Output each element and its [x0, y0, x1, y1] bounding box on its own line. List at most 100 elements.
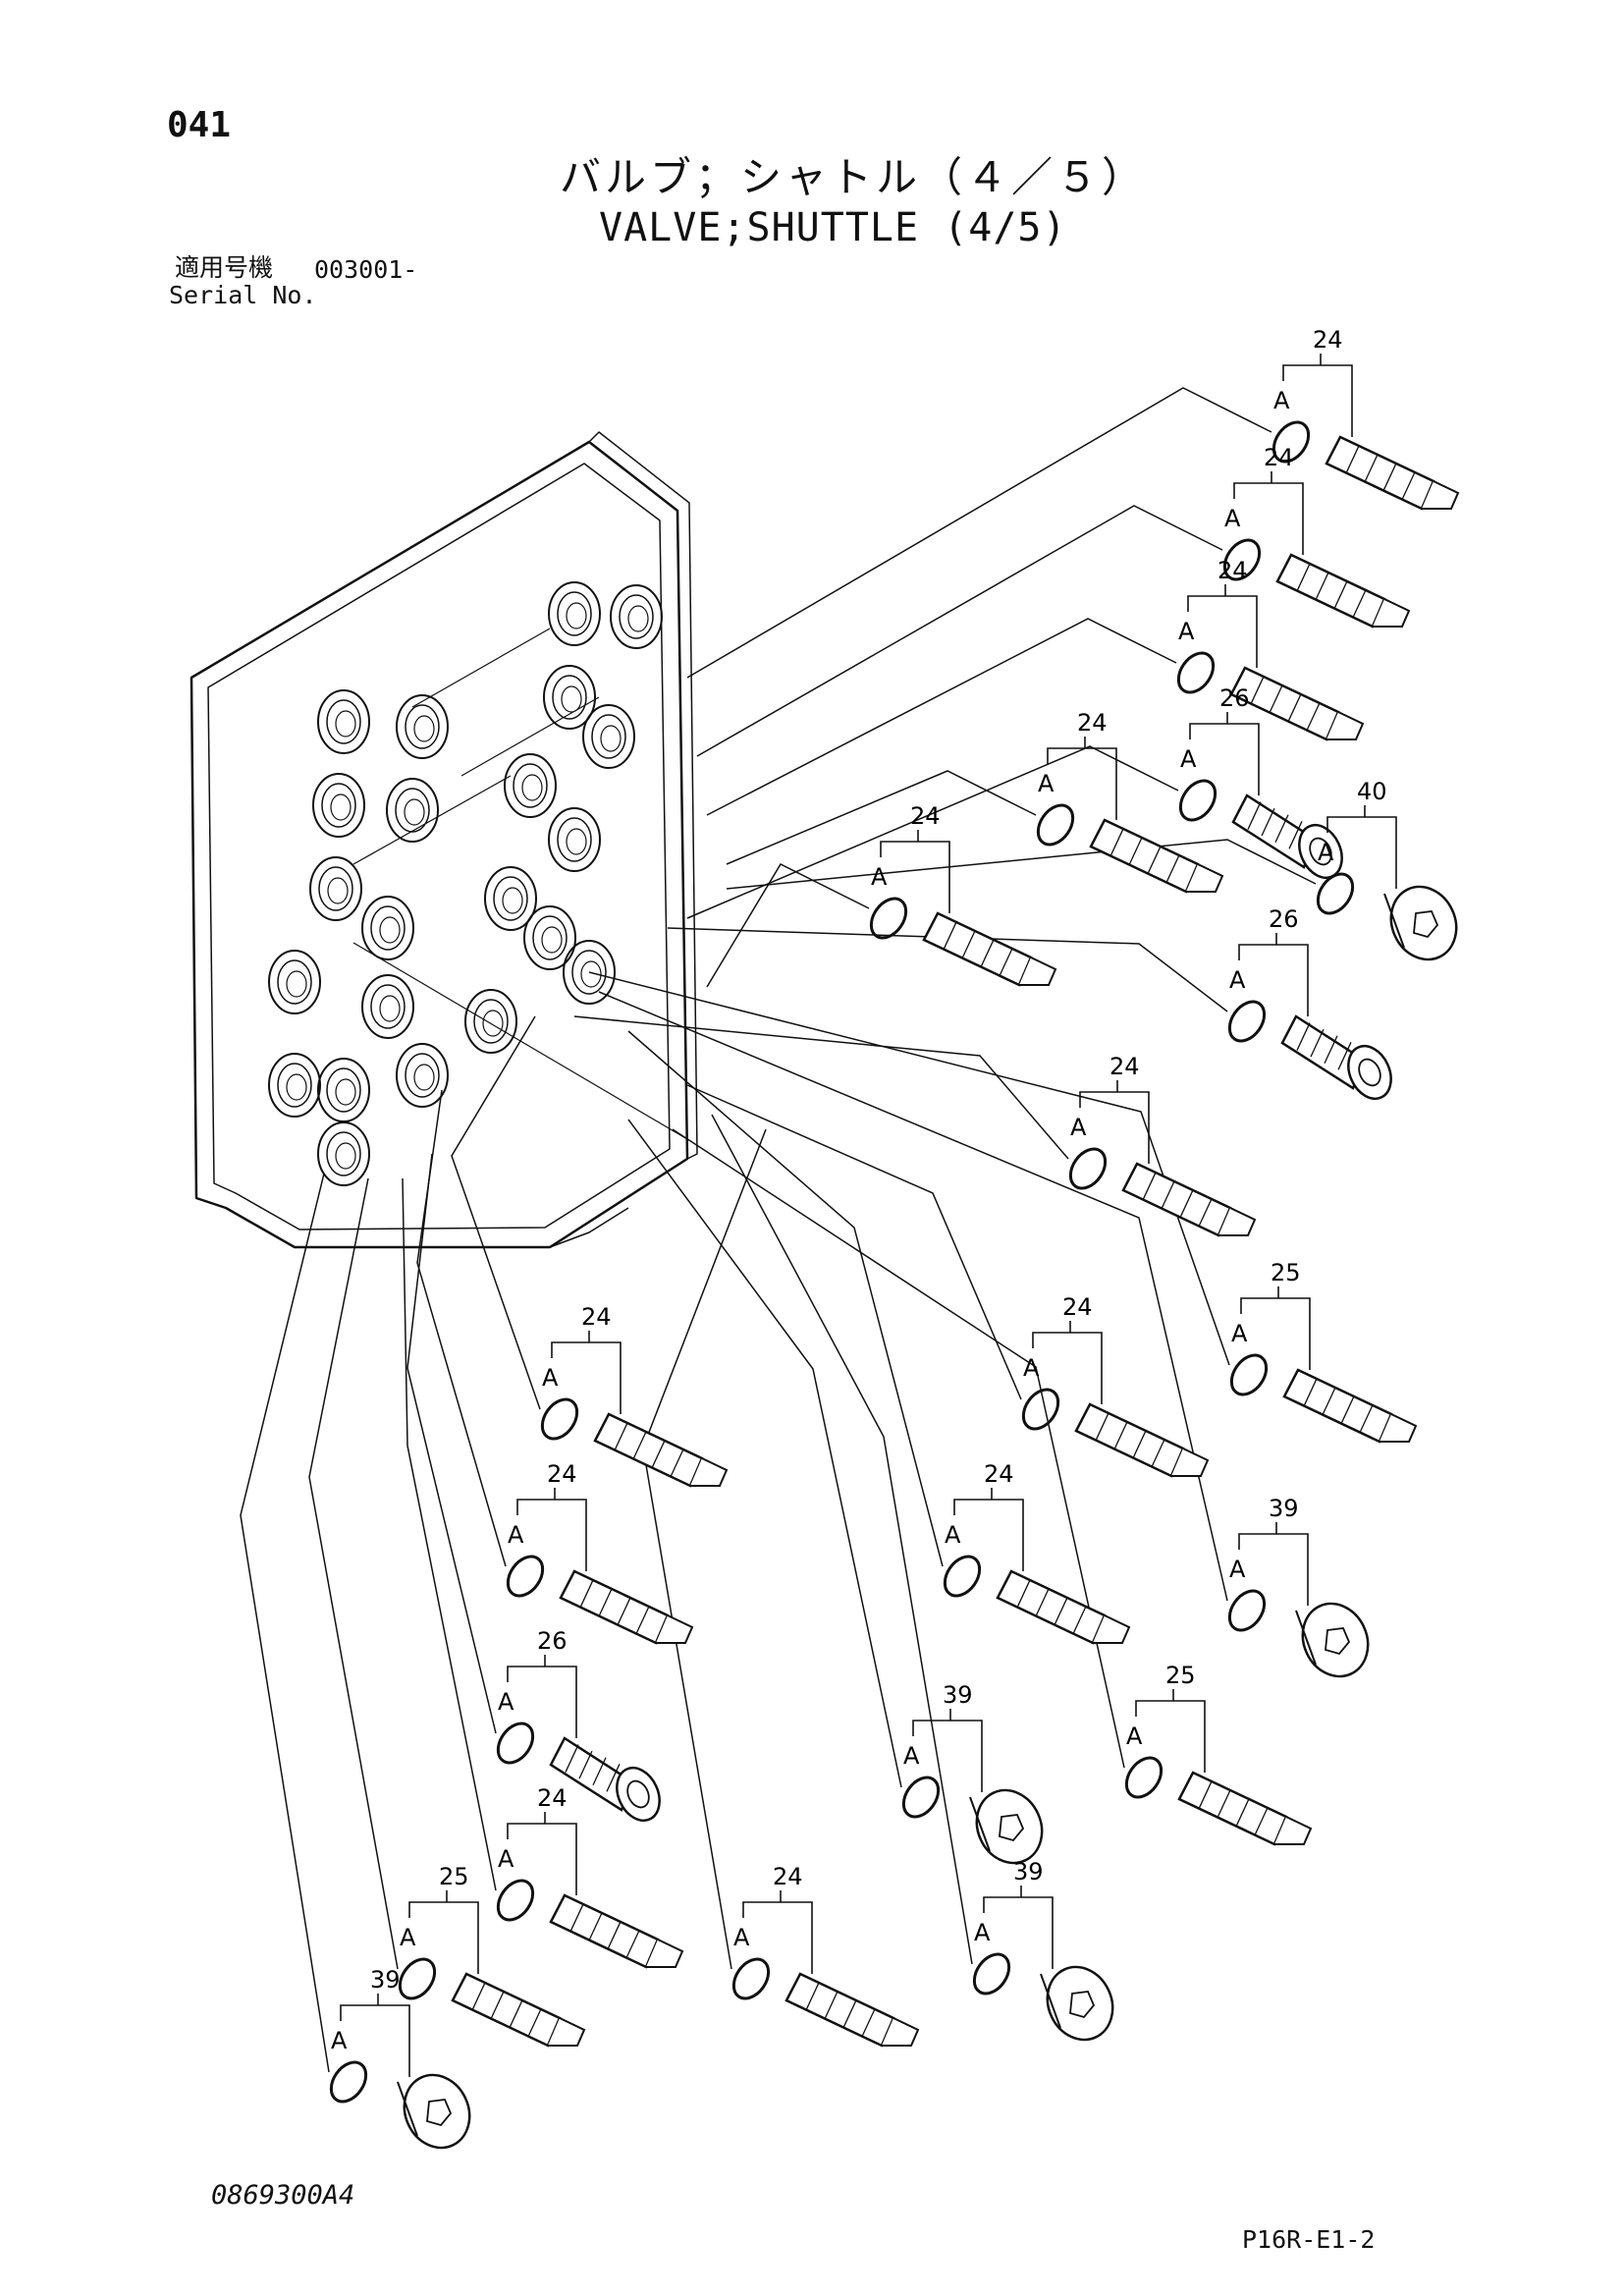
o-ring-icon	[1178, 779, 1217, 822]
port-icon	[548, 581, 601, 646]
port-icon	[309, 856, 362, 921]
part-number-label: 26	[1219, 684, 1250, 712]
leader-line	[240, 1173, 330, 2073]
part-callout-26: 26A	[496, 1627, 661, 1822]
part-number-label: 24	[1313, 326, 1343, 354]
seal-letter-label: A	[1231, 1320, 1248, 1347]
adapter-icon	[451, 1972, 586, 2048]
part-callout-24: 24A	[496, 1784, 684, 1969]
part-number-label: 26	[1269, 905, 1299, 933]
port-icon	[361, 974, 414, 1039]
plug-icon	[397, 2073, 471, 2150]
port-icon	[312, 773, 365, 838]
o-ring-icon	[1176, 651, 1216, 694]
part-number-label: 24	[910, 802, 941, 830]
part-callout-39: 39A	[901, 1681, 1044, 1865]
leader-line	[686, 745, 1179, 919]
drawing-number: 0869300A4	[211, 2180, 355, 2211]
port-icon	[268, 1053, 321, 1118]
port-icon	[610, 584, 663, 649]
adapter-icon	[1074, 1402, 1210, 1478]
leader-lines	[240, 387, 1317, 2073]
port-icon	[464, 989, 517, 1054]
part-callout-24: 24A	[1021, 1293, 1210, 1478]
seal-letter-label: A	[1224, 505, 1241, 532]
valve-ports	[268, 581, 663, 1186]
part-callout-39: 39A	[972, 1858, 1114, 2042]
o-ring-icon	[329, 2060, 368, 2104]
adapter-icon	[784, 1972, 920, 2048]
adapter-icon	[593, 1412, 729, 1488]
leader-line	[667, 927, 1228, 1012]
adapter-icon	[996, 1569, 1131, 1645]
o-ring-icon	[1222, 538, 1262, 581]
o-ring-icon	[1124, 1756, 1163, 1799]
part-callout-24: 24A	[540, 1303, 729, 1488]
port-icon	[563, 940, 616, 1005]
seal-letter-label: A	[1178, 618, 1195, 645]
port-icon	[317, 1058, 370, 1122]
seal-letter-label: A	[1229, 1556, 1246, 1583]
port-icon	[361, 896, 414, 960]
adapter-icon	[1121, 1162, 1257, 1237]
o-ring-icon	[869, 897, 908, 940]
callout-bracket	[1079, 1091, 1150, 1164]
port-icon	[523, 905, 576, 970]
callout-bracket	[1032, 1332, 1103, 1404]
part-callout-24: 24A	[1068, 1053, 1257, 1237]
part-number-label: 24	[1077, 709, 1108, 737]
seal-letter-label: A	[1126, 1722, 1143, 1750]
adapter-icon	[1229, 666, 1365, 741]
callout-bracket	[880, 841, 950, 913]
o-ring-icon	[731, 1957, 771, 2000]
callout-bracket	[1238, 1533, 1309, 1606]
seal-letter-label: A	[1273, 387, 1290, 414]
o-ring-icon	[901, 1776, 941, 1819]
part-number-label: 24	[1109, 1053, 1140, 1080]
leader-line	[627, 1030, 944, 1567]
port-icon	[504, 753, 557, 818]
leader-line	[451, 1015, 541, 1410]
seal-letter-label: A	[1070, 1114, 1087, 1141]
part-callout-39: 39A	[1227, 1495, 1370, 1678]
leader-line	[402, 1177, 497, 1891]
callout-bracket	[1240, 1297, 1311, 1370]
part-number-label: 24	[581, 1303, 612, 1331]
part-number-label: 24	[1264, 444, 1294, 471]
seal-letter-label: A	[1023, 1354, 1040, 1382]
part-number-label: 24	[984, 1460, 1014, 1488]
callout-bracket	[516, 1499, 587, 1571]
part-number-label: 24	[547, 1460, 577, 1488]
reducer-icon	[1280, 1014, 1392, 1100]
o-ring-icon	[1036, 803, 1075, 847]
part-callout-24: 24A	[1222, 444, 1411, 629]
o-ring-icon	[398, 1957, 437, 2000]
callout-bracket	[1189, 723, 1260, 795]
seal-letter-label: A	[331, 2027, 348, 2054]
leader-line	[696, 505, 1223, 757]
title-japanese: バルブ；シャトル（４／５）	[560, 153, 1148, 201]
o-ring-icon	[1229, 1353, 1269, 1396]
seal-letter-label: A	[498, 1688, 514, 1716]
adapter-icon	[1282, 1368, 1418, 1444]
callout-bracket	[551, 1341, 622, 1414]
port-icon	[548, 807, 601, 872]
seal-letter-label: A	[903, 1742, 920, 1770]
adapter-icon	[922, 911, 1057, 987]
valve-body	[189, 431, 698, 1249]
part-number-label: 39	[1269, 1495, 1299, 1522]
leader-line	[726, 839, 1317, 890]
adapter-icon	[549, 1893, 684, 1969]
leader-line	[686, 1084, 1022, 1400]
leader-line	[642, 1128, 767, 1970]
part-number-label: 39	[943, 1681, 973, 1709]
part-number-label: 39	[370, 1966, 401, 1994]
o-ring-icon	[540, 1397, 579, 1441]
page-number: 041	[167, 105, 232, 145]
part-callout-24: 24A	[869, 802, 1057, 987]
o-ring-icon	[1271, 420, 1311, 464]
callout-bracket	[1187, 595, 1258, 668]
port-icon	[582, 704, 635, 769]
callout-bracket	[1238, 944, 1309, 1016]
